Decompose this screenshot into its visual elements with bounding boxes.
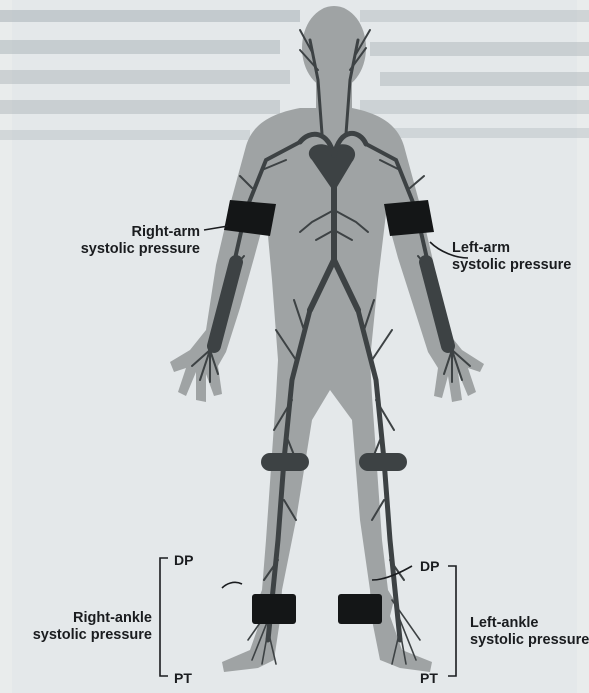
left-dp-label: DP	[420, 558, 439, 575]
right-ankle-label: Right-ankle systolic pressure	[2, 610, 152, 644]
right-arm-label-line1: Right-arm	[60, 224, 200, 241]
right-arm-label: Right-arm systolic pressure	[60, 224, 200, 258]
left-arm-cuff	[384, 200, 434, 236]
right-ankle-cuff	[252, 594, 296, 624]
left-ankle-cuff	[338, 594, 382, 624]
left-ankle-label-line2: systolic pressure	[470, 632, 589, 649]
left-ankle-label: Left-ankle systolic pressure	[470, 615, 589, 649]
left-arm-label: Left-arm systolic pressure	[452, 240, 571, 274]
left-ankle-label-line1: Left-ankle	[470, 615, 589, 632]
left-arm-label-line1: Left-arm	[452, 240, 571, 257]
right-ankle-label-line2: systolic pressure	[2, 627, 152, 644]
right-arm-label-line2: systolic pressure	[60, 241, 200, 258]
right-arm-cuff	[224, 200, 276, 236]
left-pt-label: PT	[420, 670, 438, 687]
left-arm-label-line2: systolic pressure	[452, 257, 571, 274]
right-pt-label: PT	[174, 670, 192, 687]
right-ankle-label-line1: Right-ankle	[2, 610, 152, 627]
right-dp-label: DP	[174, 552, 193, 569]
